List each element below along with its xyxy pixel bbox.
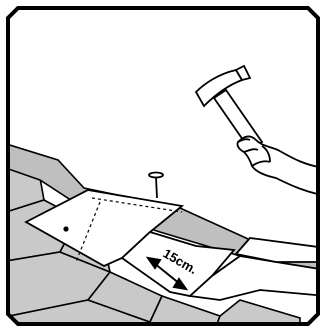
nail-position-dot [63, 226, 68, 231]
